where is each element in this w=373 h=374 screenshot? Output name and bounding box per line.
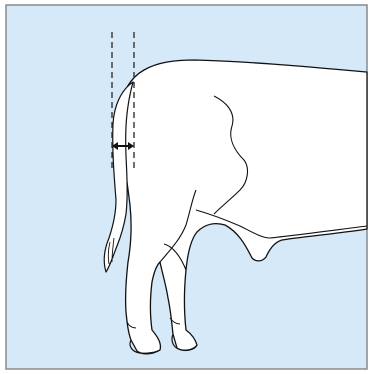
cow-rear-diagram [0,0,373,374]
illustration-frame [0,0,373,374]
